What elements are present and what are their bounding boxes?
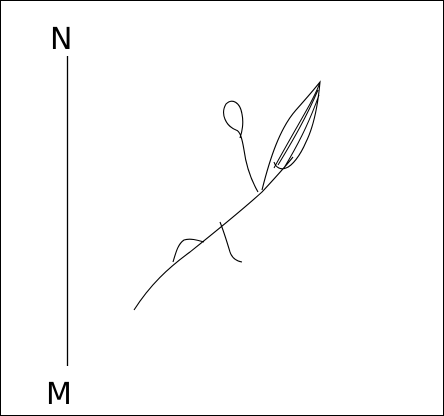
lower-leaf-loop [172,238,205,263]
large-leaf-inner-3 [283,94,320,169]
large-leaf-inner-1 [273,81,321,169]
tendril-down [219,221,243,263]
upper-loop-branch [223,100,259,193]
label-m: M [46,377,72,412]
plant-stem [133,156,294,311]
large-leaf-inner-2 [277,89,319,166]
label-n: N [50,22,72,57]
large-leaf-outer [261,80,321,191]
